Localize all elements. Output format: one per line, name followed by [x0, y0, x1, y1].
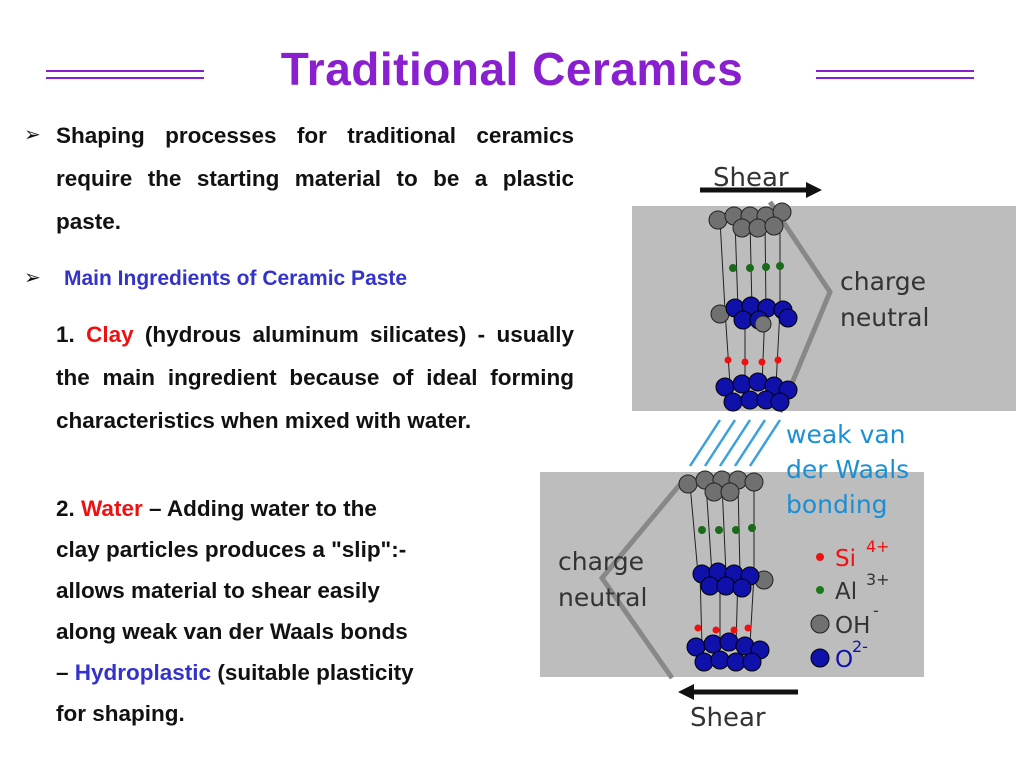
item-clay-text: (hydrous aluminum silicates) - usually t… [56, 322, 574, 433]
item-hydroplastic-keyword: Hydroplastic [74, 660, 212, 685]
charge-bottom-label-1: charge [558, 547, 644, 576]
title-rule-right [816, 70, 974, 79]
legend-al-label: Al [835, 579, 857, 605]
lower-clay-stack [678, 470, 774, 672]
legend-oh-icon [810, 614, 830, 634]
item-clay: 1. Clay (hydrous aluminum silicates) - u… [56, 313, 574, 442]
upper-clay-stack [708, 202, 798, 412]
item-water-dash: – [56, 660, 69, 685]
item-water-line5: – Hydroplastic (suitable plasticity [56, 652, 414, 693]
bullet-shaping-text: Shaping processes for traditional cerami… [56, 123, 574, 234]
legend-al-charge: 3+ [866, 570, 890, 589]
item-clay-number: 1. [56, 322, 75, 347]
title-rule-left [46, 70, 204, 79]
weak-label-3: bonding [786, 490, 888, 519]
charge-top-label-1: charge [840, 267, 926, 296]
legend-o-label: O [835, 647, 853, 673]
legend-oh-charge: - [873, 601, 879, 620]
item-clay-keyword: Clay [86, 322, 134, 347]
charge-bottom-label-2: neutral [558, 583, 647, 612]
legend-oh-label: OH [835, 613, 870, 639]
item-water-keyword: Water [81, 496, 143, 521]
title-row: Traditional Ceramics [0, 38, 1024, 108]
weak-label-2: der Waals [786, 455, 909, 484]
item-water-line3: allows material to shear easily [56, 578, 380, 603]
bullet-arrow-icon: ➢ [24, 267, 41, 289]
legend-si-charge: 4+ [866, 537, 890, 556]
shear-top-arrowhead [806, 182, 822, 198]
item-water-number: 2. [56, 496, 75, 521]
legend-o-charge: 2- [852, 637, 868, 656]
shear-bottom-label: Shear [690, 703, 766, 733]
upper-outline [767, 200, 833, 413]
atom-legend: Si 4+ Al 3+ OH - O 2- [810, 537, 890, 673]
item-water-text-5: (suitable plasticity [217, 660, 414, 685]
bullet-arrow-icon: ➢ [24, 124, 41, 146]
shear-bottom-arrowhead [678, 684, 694, 700]
legend-al-icon [816, 586, 824, 594]
item-water-line6: for shaping. [56, 701, 185, 726]
legend-si-icon [816, 553, 824, 561]
item-water-text-1: – Adding water to the [148, 496, 377, 521]
legend-si-label: Si [835, 546, 856, 572]
charge-top-label-2: neutral [840, 303, 929, 332]
item-water-line1: 2. Water – Adding water to the [56, 488, 377, 529]
van-der-waals-lines [688, 419, 782, 467]
bullet-ingredients-heading: Main Ingredients of Ceramic Paste [64, 267, 408, 290]
page-title: Traditional Ceramics [280, 43, 744, 95]
item-water-line2: clay particles produces a "slip":- [56, 537, 407, 562]
lower-outline [598, 480, 684, 680]
item-water-line4: along weak van der Waals bonds [56, 619, 408, 644]
clay-shear-diagram: Shear Shear charge neutral charge neutra… [540, 163, 1016, 733]
legend-o-icon [810, 648, 830, 668]
weak-label-1: weak van [786, 420, 906, 449]
